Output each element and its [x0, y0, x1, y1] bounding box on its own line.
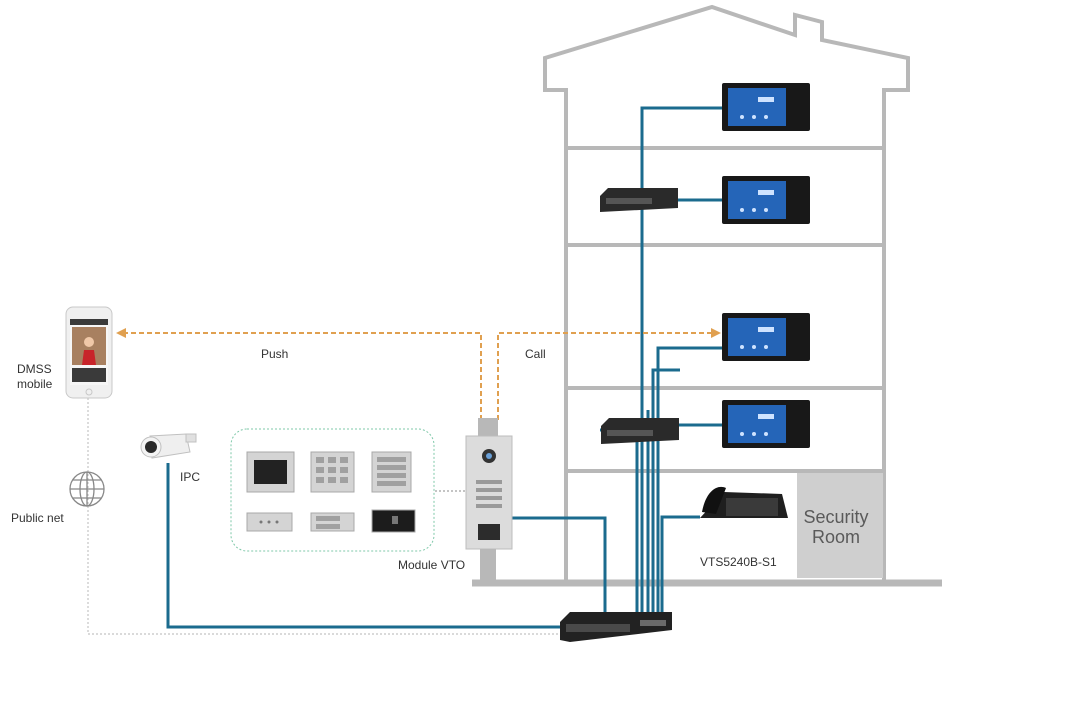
- indoor-monitor-icon: [722, 400, 810, 448]
- ipc-label: IPC: [180, 470, 200, 484]
- module-vto-label: Module VTO: [398, 558, 465, 572]
- security-room: [797, 473, 883, 578]
- dmss-label-line2: mobile: [17, 377, 53, 391]
- display-module-icon: [246, 451, 295, 493]
- signal-arrows: [124, 332, 712, 420]
- vts-label: VTS5240B-S1: [700, 555, 777, 569]
- indoor-monitor-icon: [722, 313, 810, 361]
- security-room-label-line1: Security: [803, 507, 868, 527]
- building: [543, 4, 910, 580]
- globe-icon: [69, 471, 105, 507]
- public-net-link: [87, 398, 562, 635]
- indoor-monitor-icon: [722, 83, 810, 131]
- network-switch-icon: [601, 418, 679, 444]
- master-station-icon: [700, 486, 788, 518]
- cables: [166, 106, 722, 629]
- button-module-icon: [371, 451, 412, 493]
- door-station-icon: [465, 418, 513, 581]
- call-arrowhead: [711, 328, 721, 338]
- smartphone-icon: [65, 306, 113, 399]
- public-net-label: Public net: [11, 511, 64, 525]
- main-switch-icon: [560, 612, 672, 642]
- network-switch-icon: [600, 188, 678, 212]
- two-button-module-icon: [310, 512, 355, 532]
- card-reader-module-icon: [371, 509, 416, 533]
- push-label: Push: [261, 347, 288, 361]
- module-options-group: [230, 428, 435, 552]
- bullet-camera-icon: [140, 433, 197, 459]
- dmss-label-line1: DMSS: [17, 362, 52, 376]
- indoor-monitor-icon: [722, 176, 810, 224]
- call-label: Call: [525, 347, 546, 361]
- indicator-module-icon: [246, 512, 293, 532]
- keypad-module-icon: [310, 451, 355, 493]
- push-arrowhead: [116, 328, 126, 338]
- security-room-label-line2: Room: [812, 527, 860, 547]
